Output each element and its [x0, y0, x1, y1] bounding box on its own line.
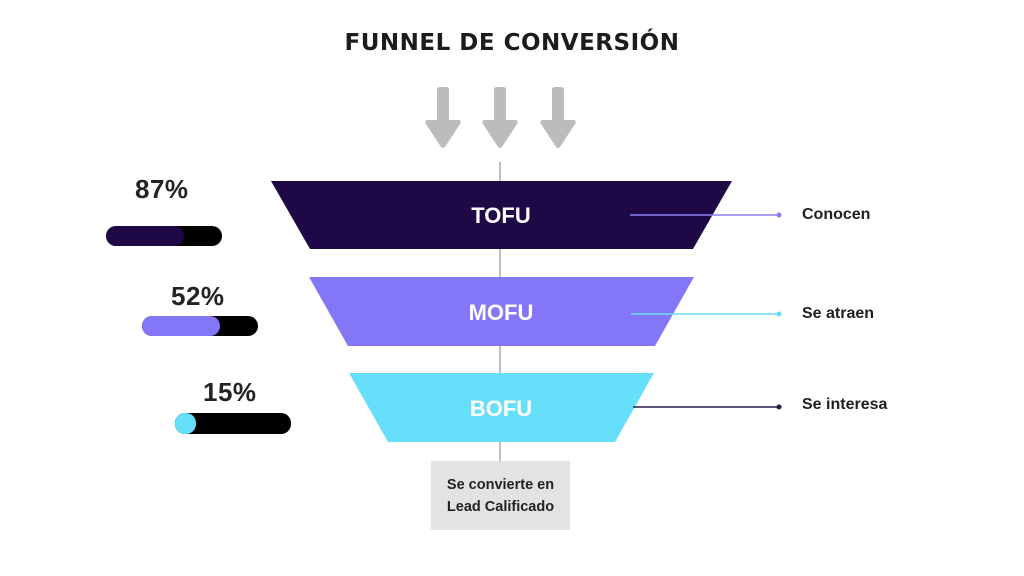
- arrows-group: [425, 87, 576, 148]
- percent-label-mofu: 52%: [171, 281, 225, 311]
- connector-dot-bofu: [776, 404, 782, 410]
- percent-label-tofu: 87%: [135, 174, 189, 204]
- arrow-down-icon: [482, 87, 518, 148]
- diagram-title: FUNNEL DE CONVERSIÓN: [344, 30, 680, 56]
- result-line-1: Se convierte en: [446, 476, 555, 493]
- arrow-down-icon: [540, 87, 576, 148]
- result-line-2: Lead Calificado: [446, 498, 555, 515]
- progress-fill-bofu: [175, 413, 196, 434]
- connector-dot-tofu: [776, 212, 782, 218]
- stage-label-bofu: BOFU: [469, 396, 533, 421]
- funnel-stage-tofu: [271, 181, 732, 249]
- side-label-tofu: Conocen: [802, 206, 871, 223]
- connector-dot-mofu: [776, 311, 782, 317]
- progress-fill-mofu: [142, 316, 220, 336]
- funnel-stage-bofu: [349, 373, 654, 442]
- side-label-mofu: Se atraen: [802, 305, 875, 322]
- progress-bar-bofu: [175, 413, 291, 434]
- stage-label-mofu: MOFU: [468, 300, 534, 325]
- side-label-bofu: Se interesa: [802, 396, 888, 413]
- arrow-down-icon: [425, 87, 461, 148]
- progress-bar-tofu: [106, 226, 222, 246]
- progress-bar-mofu: [142, 316, 258, 336]
- progress-fill-tofu: [106, 226, 184, 246]
- funnel-stage-mofu: [309, 277, 694, 346]
- percent-label-bofu: 15%: [203, 377, 257, 407]
- stage-label-tofu: TOFU: [471, 203, 531, 228]
- result-box: Se convierte en Lead Calificado: [431, 461, 570, 530]
